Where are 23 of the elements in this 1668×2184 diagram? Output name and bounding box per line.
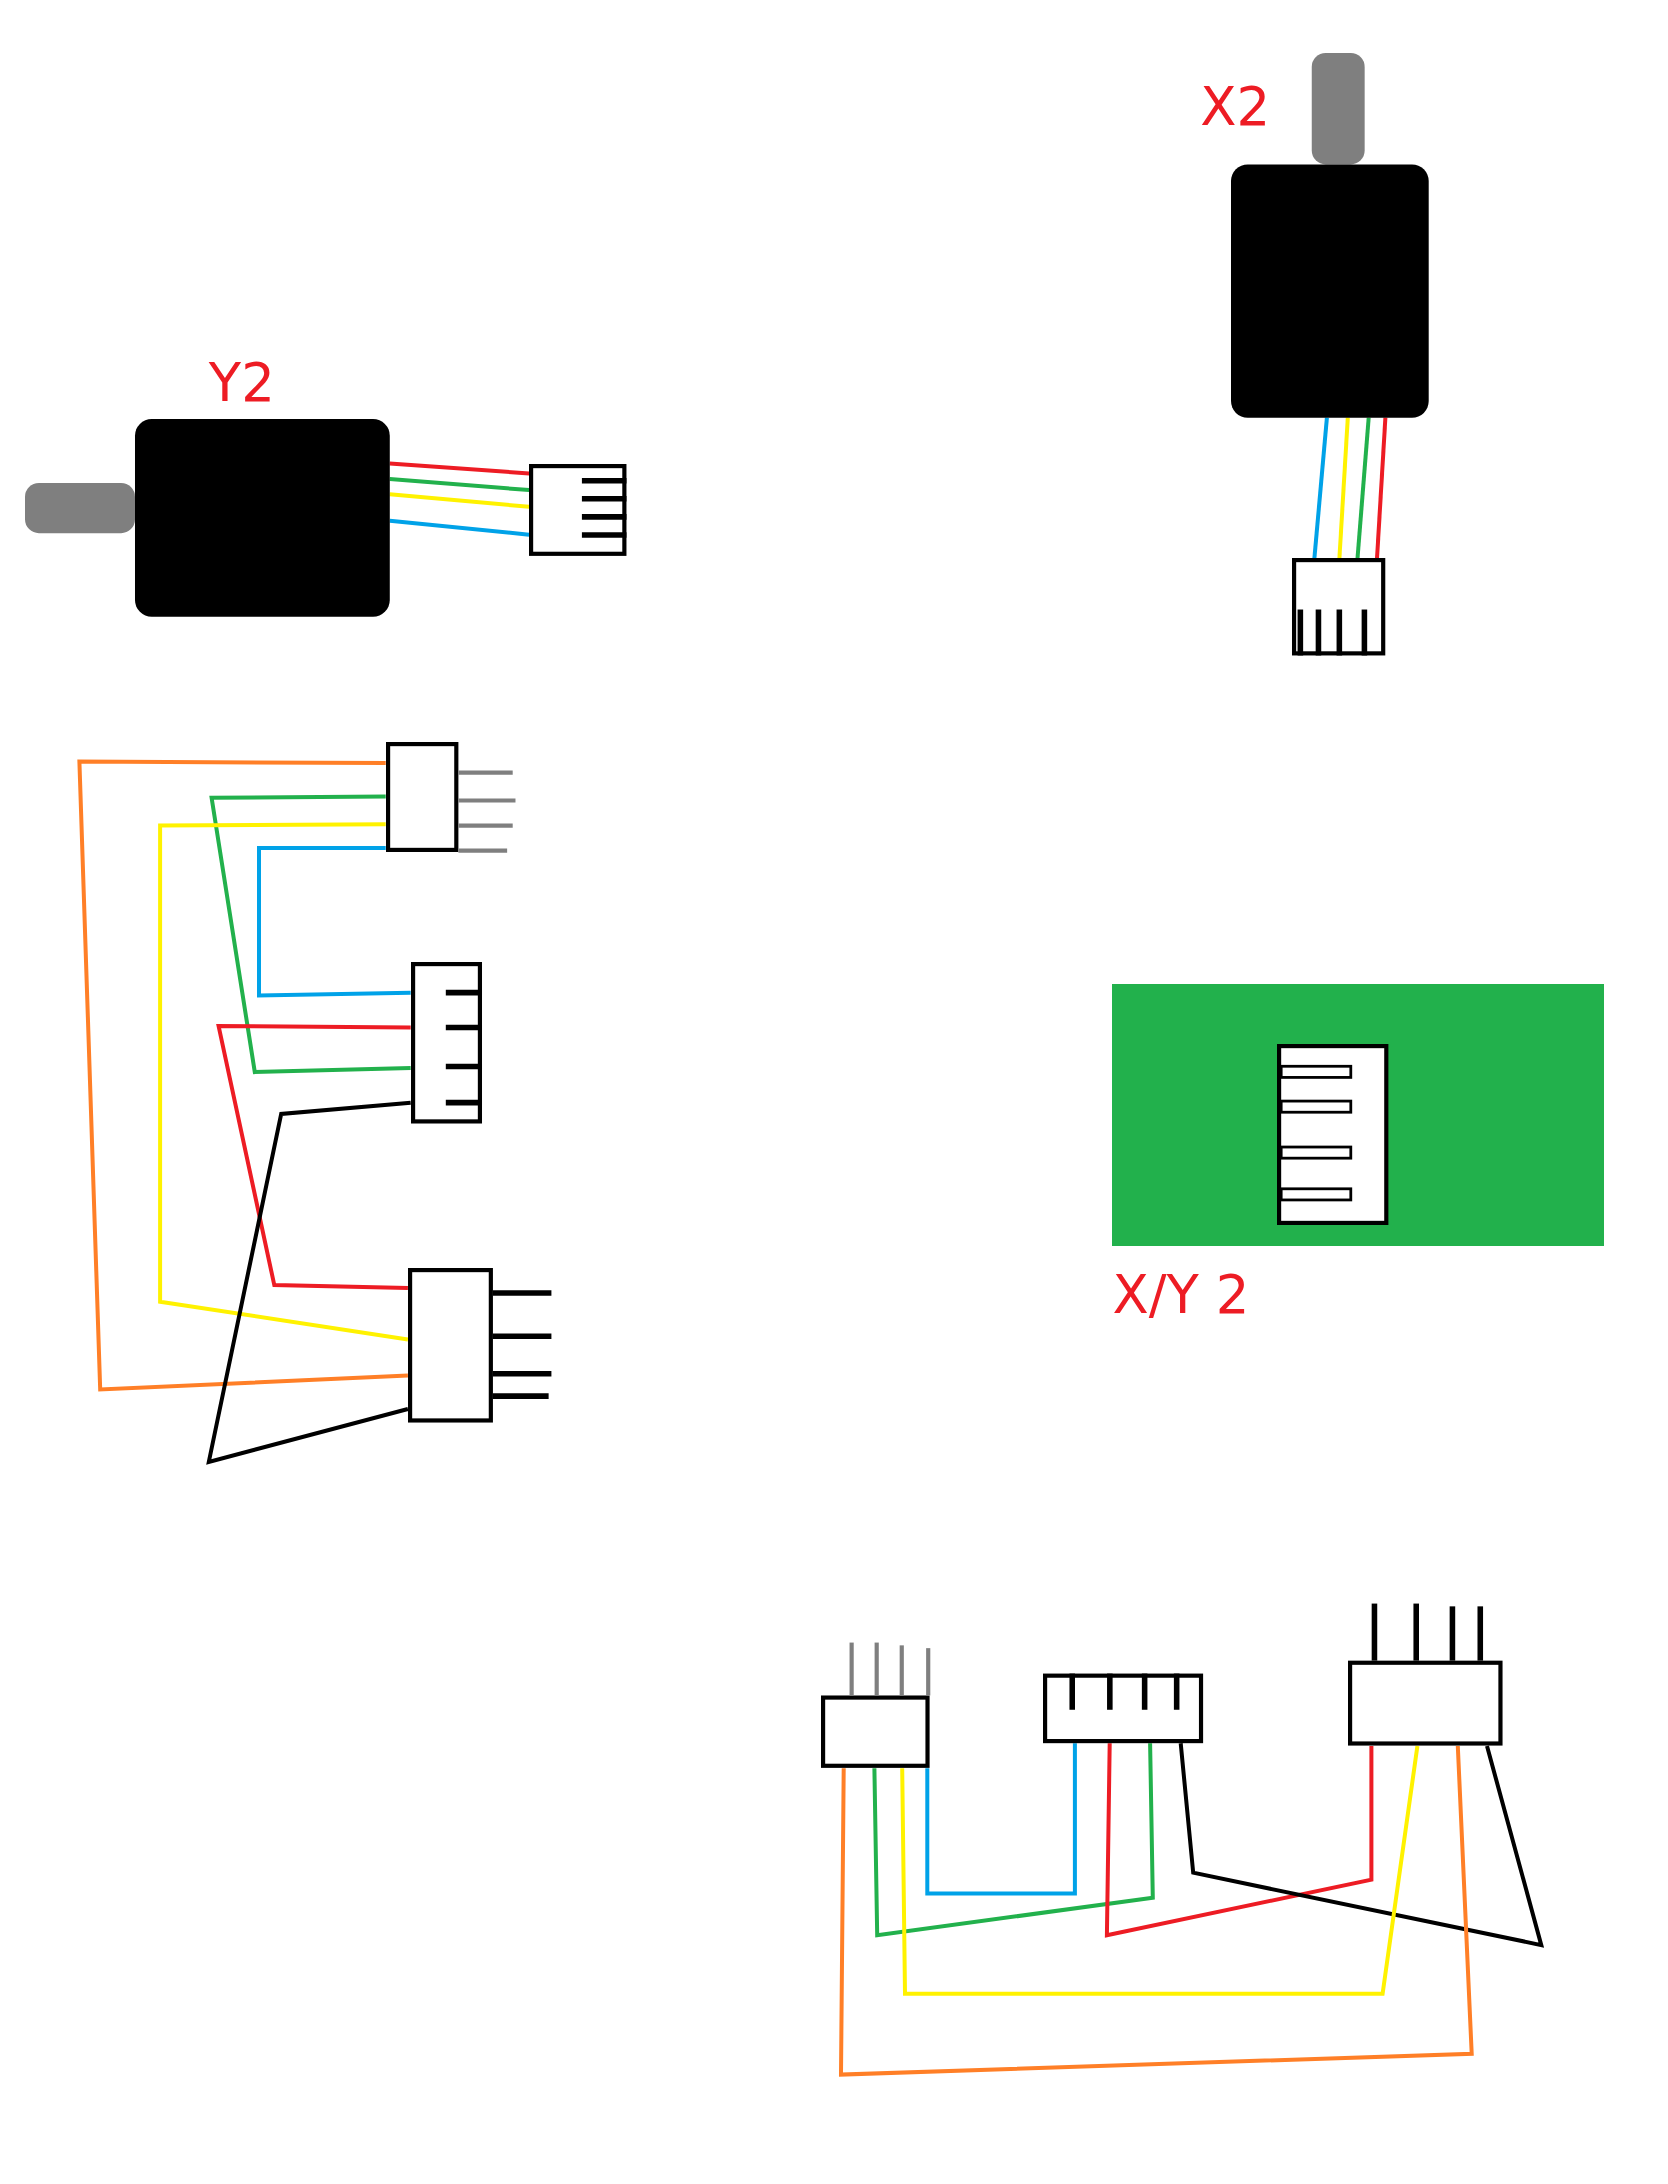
wire: [389, 492, 530, 509]
wire: [257, 845, 411, 998]
wire: [216, 1024, 411, 1290]
wire: [900, 1745, 1420, 1996]
wire: [77, 759, 408, 1392]
wire: [389, 461, 530, 476]
wire: [206, 1100, 411, 1465]
wire: [389, 477, 530, 493]
wire: [1375, 417, 1388, 559]
wire: [1312, 417, 1329, 559]
wire: [209, 794, 411, 1075]
wire: [925, 1743, 1077, 1896]
wire: [1355, 417, 1371, 559]
board-label: X/Y 2: [1112, 1263, 1250, 1328]
motor-label: X2: [1200, 75, 1271, 140]
wire: [1178, 1743, 1545, 1948]
motor-label: Y2: [208, 351, 275, 416]
wire: [839, 1745, 1474, 2077]
wire: [1337, 417, 1350, 559]
wire: [1104, 1743, 1374, 1938]
wire: [158, 822, 409, 1342]
wire: [389, 518, 530, 537]
wire: [872, 1743, 1155, 1938]
